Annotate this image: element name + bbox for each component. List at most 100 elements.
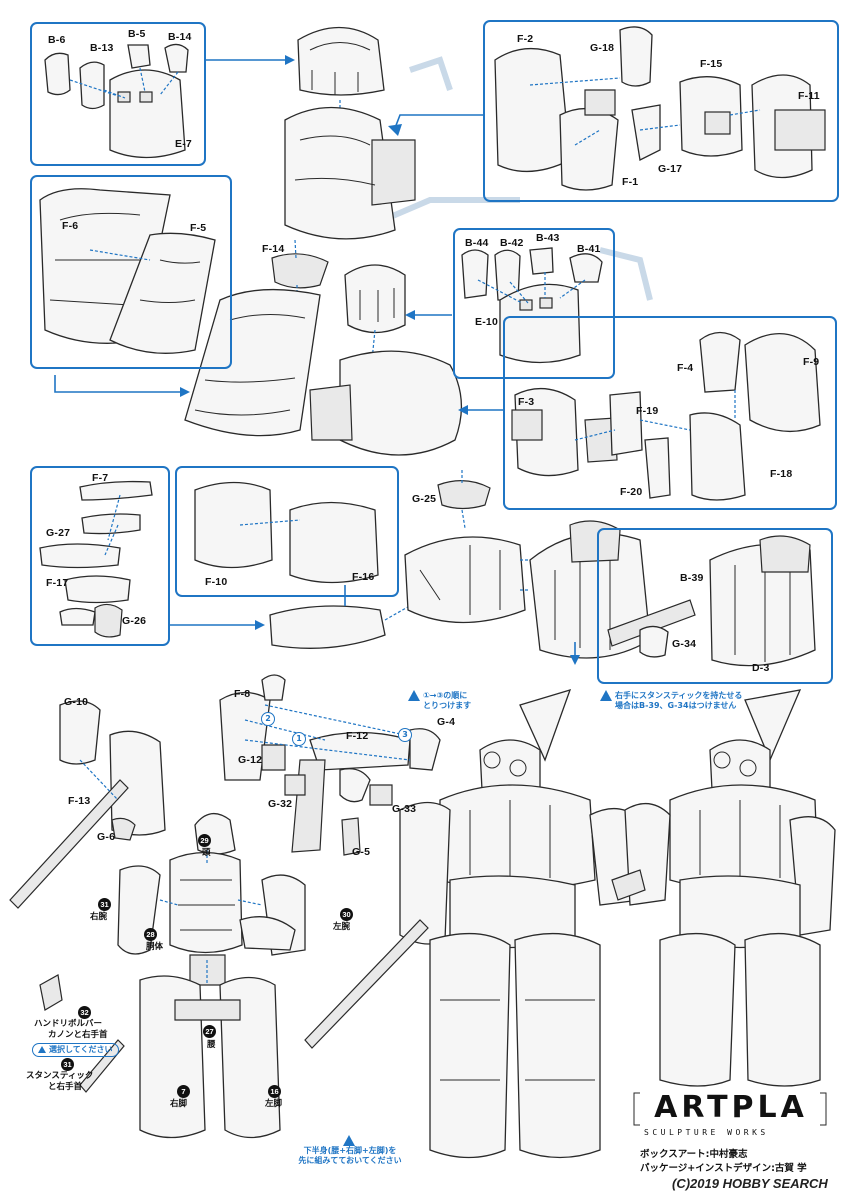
part-label: B-41 — [577, 243, 601, 255]
assembly-label-left-arm: 左腕 — [333, 922, 351, 932]
step-badge: 28 — [144, 928, 157, 941]
arrow — [394, 114, 483, 129]
panel-stun-stick-parts — [597, 528, 833, 684]
panel-hip-armor-parts — [503, 316, 837, 510]
part-label: F-3 — [518, 396, 535, 408]
part-label: F-4 — [677, 362, 694, 374]
hood-assembly — [284, 26, 416, 240]
part-label: D-3 — [752, 662, 770, 674]
part-label: F-15 — [700, 58, 723, 70]
sleeve-assembly — [184, 239, 329, 437]
stun-note-line1: 右手にスタンスティックを持たせる — [615, 691, 743, 700]
helmet-parts-group — [44, 43, 189, 159]
part-label: G-34 — [672, 638, 697, 650]
logo-text: ARTPLA — [654, 1090, 808, 1125]
panel-cloak-parts — [30, 175, 232, 369]
part-label: G-17 — [658, 163, 683, 175]
part-label: B-44 — [465, 237, 489, 249]
forearm-assembly — [404, 536, 560, 624]
stick-option-line2: と右手首 — [48, 1082, 83, 1092]
warning-icon — [38, 1046, 46, 1053]
revolver-parts-group — [219, 674, 441, 856]
part-label: G-32 — [268, 798, 293, 810]
step-number: 3 — [398, 728, 412, 742]
forearm-parts-group — [194, 481, 379, 584]
part-label: B-5 — [128, 28, 146, 40]
part-label: G-18 — [590, 42, 615, 54]
shoulder-assembly — [309, 264, 463, 456]
part-label: F-7 — [92, 472, 109, 484]
step-badge: 31 — [98, 898, 111, 911]
lower-note-line2: 先に組みてておいてください — [298, 1156, 402, 1165]
warning-icon — [600, 690, 612, 701]
panel-forearm-parts — [175, 466, 399, 597]
step-badge: 31 — [61, 1058, 74, 1071]
assembly-label-head: 頭 — [202, 848, 211, 858]
part-label: F-5 — [190, 222, 207, 234]
assembly-label-left-leg: 左脚 — [265, 1099, 283, 1109]
step-number: 2 — [261, 712, 275, 726]
panel-hand-parts — [30, 466, 170, 646]
step-badge: 16 — [268, 1085, 281, 1098]
logo-tagline: SCULPTURE WORKS — [644, 1128, 769, 1137]
stun-note-line2: 場合はB-39、G-34はつけません — [615, 701, 737, 710]
assembly-label-torso: 胴体 — [146, 942, 164, 952]
assembly-label-right-arm: 右腕 — [90, 912, 108, 922]
part-label: F-13 — [68, 795, 91, 807]
select-label: 選択してください — [49, 1045, 113, 1054]
order-note-line2: とりつけます — [423, 701, 472, 710]
part-label: G-5 — [352, 846, 371, 858]
stick-option-line1: スタンスティック — [26, 1071, 94, 1081]
part-label: G-27 — [46, 527, 71, 539]
revolver-option-line1: ハンドリボルバー — [34, 1019, 103, 1029]
part-label: G-10 — [64, 696, 89, 708]
part-label: F-12 — [346, 730, 369, 742]
step-badge: 32 — [78, 1006, 91, 1019]
revolver-option-line2: カノンと右手首 — [48, 1030, 108, 1040]
part-label: F-11 — [798, 90, 820, 102]
part-label: B-13 — [90, 42, 114, 54]
credit-box-art: ボックスアート:中村豪志 — [640, 1149, 748, 1160]
part-label: F-16 — [352, 571, 375, 583]
order-note: ①→③の順に とりつけます — [408, 690, 471, 711]
part-label: F-14 — [262, 243, 285, 255]
step-badge: 30 — [340, 908, 353, 921]
part-label: F-9 — [803, 356, 820, 368]
assembly-label-waist: 腰 — [207, 1040, 216, 1050]
hip-armor-parts-group — [511, 331, 821, 501]
part-label: G-25 — [412, 493, 437, 505]
part-label: F-19 — [636, 405, 659, 417]
logo-bracket — [633, 1092, 827, 1126]
part-label: F-10 — [205, 576, 228, 588]
panel-helmet-parts — [30, 22, 206, 166]
part-label: F-8 — [234, 688, 251, 700]
assembly-label-right-leg: 右脚 — [170, 1099, 188, 1109]
part-label: B-42 — [500, 237, 524, 249]
stun-stick-parts-group — [607, 535, 816, 667]
part-label: F-18 — [770, 468, 793, 480]
hand-parts-group — [39, 480, 153, 638]
step-badge: 7 — [177, 1085, 190, 1098]
part-label: F-2 — [517, 33, 534, 45]
select-badge: 選択してください — [32, 1043, 119, 1057]
shoulder-armor-parts-group — [461, 247, 603, 364]
part-label: B-6 — [48, 34, 66, 46]
part-label: G-6 — [97, 831, 116, 843]
assembled-hand — [269, 605, 386, 649]
g25-connector — [437, 470, 491, 529]
step-number: 1 — [292, 732, 306, 746]
order-note-line1: ①→③の順に — [423, 691, 468, 700]
lower-note-line1: 下半身(腰+右脚+左脚)を — [303, 1146, 397, 1155]
credit-package: パッケージ+インストデザイン:古賀 学 — [640, 1163, 807, 1174]
completed-figure-revolver — [611, 689, 836, 1087]
backpack-parts-group — [494, 26, 826, 191]
warning-icon — [342, 1135, 355, 1146]
part-label: B-39 — [680, 572, 704, 584]
warning-icon — [408, 690, 420, 701]
panel-shoulder-armor-parts — [453, 228, 615, 379]
part-label: G-12 — [238, 754, 263, 766]
stick-arm-assembly — [9, 700, 166, 909]
artpla-logo: ARTPLA — [636, 1088, 826, 1128]
